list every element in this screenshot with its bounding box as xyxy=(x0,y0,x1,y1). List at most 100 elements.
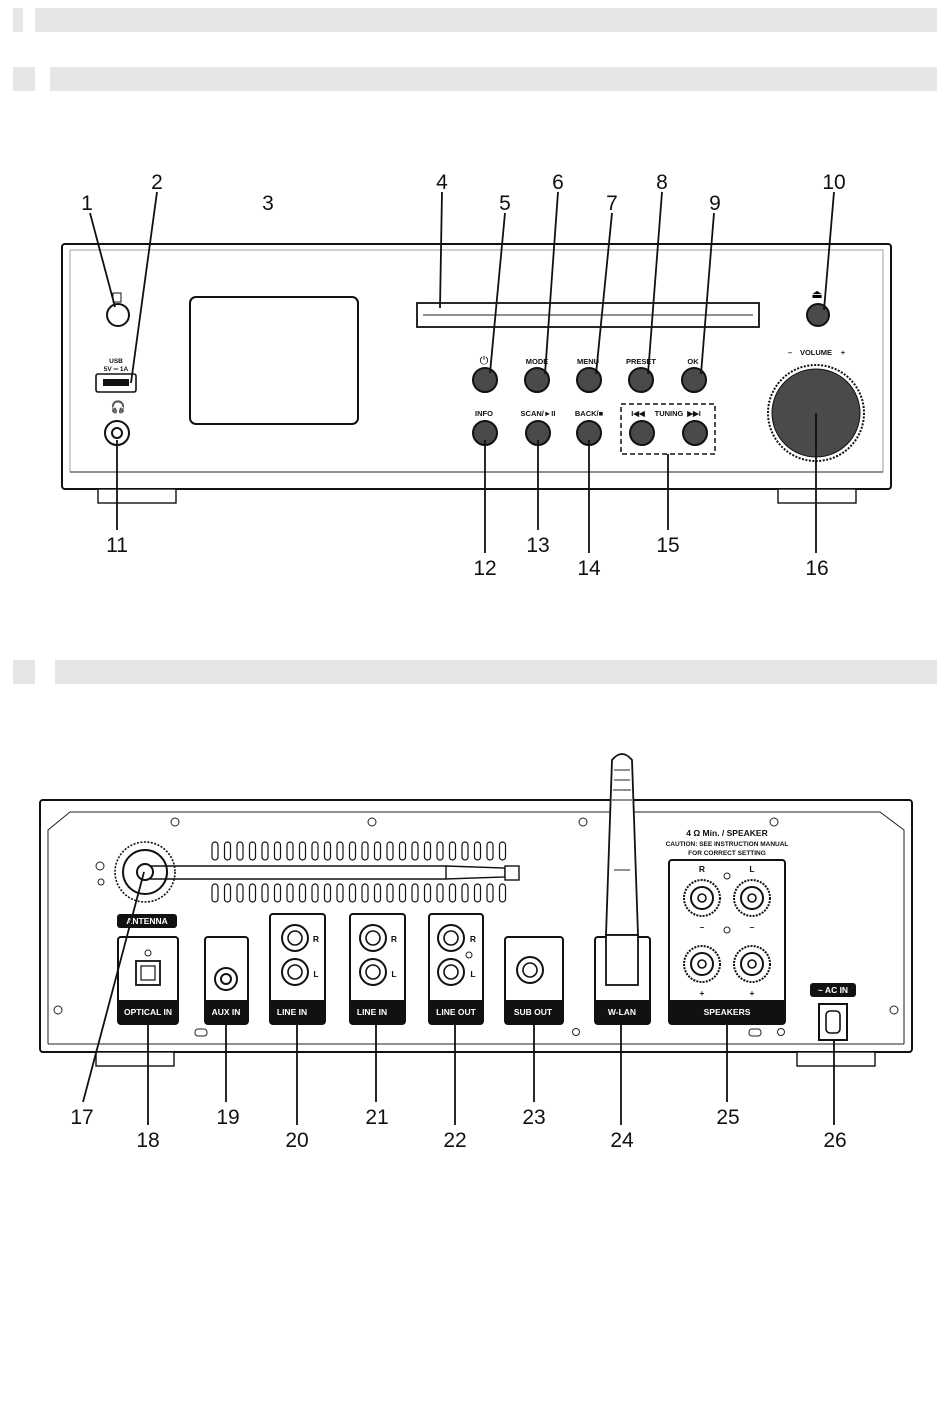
vent-slot xyxy=(473,841,482,861)
callout-20: 20 xyxy=(285,1129,308,1152)
vent-slot xyxy=(373,841,382,861)
power-button[interactable] xyxy=(472,367,498,393)
vent-slot xyxy=(361,883,369,903)
callout-21: 21 xyxy=(365,1106,388,1129)
callout-16: 16 xyxy=(805,557,828,580)
callout-8: 8 xyxy=(656,171,668,194)
callout-19: 19 xyxy=(216,1106,239,1129)
header-bar-left-2 xyxy=(13,67,35,91)
screw-icon xyxy=(53,1005,63,1015)
speakers-panel xyxy=(668,859,786,1025)
vent-slot xyxy=(323,883,332,903)
speaker-r-label: R xyxy=(699,864,705,874)
wlan-antenna xyxy=(605,753,639,936)
callout-15: 15 xyxy=(656,534,679,557)
headphone-jack-hole xyxy=(111,427,123,439)
tuning-prev-button[interactable] xyxy=(629,420,655,446)
volume-label: VOLUME xyxy=(800,348,832,357)
vent-slot xyxy=(223,841,232,861)
ok-button[interactable] xyxy=(681,367,707,393)
vent-slot xyxy=(436,841,444,861)
screw-icon xyxy=(367,817,377,827)
vent-slot xyxy=(211,841,219,861)
vent-slot xyxy=(361,841,369,861)
callout-1: 1 xyxy=(81,192,93,215)
vent-slot xyxy=(211,883,219,903)
speaker-r-plus-label: + xyxy=(700,988,705,998)
rear-panel: ANTENNA OPTICAL IN AUX IN LINE IN R L LI… xyxy=(39,753,913,1067)
antenna-label: ANTENNA xyxy=(126,916,168,926)
vent-slot xyxy=(423,841,432,861)
vent-slot xyxy=(486,841,494,861)
vent-slot xyxy=(286,841,294,861)
rear-foot-right xyxy=(796,1051,876,1067)
display-screen xyxy=(189,296,359,425)
callout-10: 10 xyxy=(822,171,845,194)
callout-9: 9 xyxy=(709,192,721,215)
callout-5: 5 xyxy=(499,192,511,215)
menu-label: MENU xyxy=(577,357,599,366)
speaker-l-label: L xyxy=(749,864,754,874)
speakers-label: SPEAKERS xyxy=(704,1007,751,1017)
preset-button[interactable] xyxy=(628,367,654,393)
vent-slot xyxy=(411,841,419,861)
vent-slot xyxy=(461,883,469,903)
ir-sensor-icon xyxy=(106,303,130,327)
vent-slot xyxy=(348,883,357,903)
vent-slot xyxy=(423,883,432,903)
vent-slot xyxy=(373,883,382,903)
menu-button[interactable] xyxy=(576,367,602,393)
eject-icon: ⏏ xyxy=(811,287,822,301)
speaker-r-minus-terminal[interactable] xyxy=(683,879,721,917)
vent-slot xyxy=(286,883,294,903)
rear-callout-lines xyxy=(82,871,835,1125)
vent-slot xyxy=(298,841,307,861)
optical-in-port[interactable] xyxy=(135,960,161,986)
tuning-label: TUNING xyxy=(655,409,684,418)
tuning-prev-icon: I◀◀ xyxy=(631,409,646,418)
usb-port-slot xyxy=(103,379,129,386)
mode-button[interactable] xyxy=(524,367,550,393)
line-in-2-l-label: L xyxy=(391,969,396,979)
screw-icon xyxy=(769,817,779,827)
line-in-2-label: LINE IN xyxy=(357,1007,387,1017)
ok-label: OK xyxy=(687,357,699,366)
vent-slot xyxy=(336,883,344,903)
line-in-1-l-label: L xyxy=(313,969,318,979)
callout-11: 11 xyxy=(106,534,128,557)
vent-slot xyxy=(411,883,419,903)
header-bar-left-1 xyxy=(13,8,23,32)
vent-slot xyxy=(261,841,269,861)
vent-slot xyxy=(273,883,282,903)
callout-7: 7 xyxy=(606,192,618,215)
preset-label: PRESET xyxy=(626,357,656,366)
vent-slot xyxy=(273,841,282,861)
callout-24: 24 xyxy=(610,1129,634,1152)
speaker-r-plus-terminal[interactable] xyxy=(683,945,721,983)
eject-button[interactable] xyxy=(806,303,830,327)
speaker-l-minus-terminal[interactable] xyxy=(733,879,771,917)
vent-slot xyxy=(386,883,394,903)
ventilation-slots xyxy=(211,841,507,903)
vent-slot xyxy=(311,883,319,903)
screw-icon xyxy=(578,817,588,827)
caution-line-2: FOR CORRECT SETTING xyxy=(688,850,766,857)
speaker-impedance-label: 4 Ω Min. / SPEAKER xyxy=(686,828,767,838)
vent-slot xyxy=(398,883,407,903)
speaker-l-plus-terminal[interactable] xyxy=(733,945,771,983)
usb-label: USB xyxy=(109,358,123,365)
volume-plus-label: + xyxy=(841,348,846,357)
sub-out-label: SUB OUT xyxy=(514,1007,553,1017)
screw-icon xyxy=(889,1005,899,1015)
callout-26: 26 xyxy=(823,1129,846,1152)
callout-25: 25 xyxy=(716,1106,739,1129)
speaker-l-plus-label: + xyxy=(750,988,755,998)
vent-slot xyxy=(461,841,469,861)
line-in-1-label: LINE IN xyxy=(277,1007,307,1017)
callout-18: 18 xyxy=(136,1129,159,1152)
header-bar-3 xyxy=(55,660,937,684)
tuning-next-button[interactable] xyxy=(682,420,708,446)
vent-slot xyxy=(386,841,394,861)
header-bar-left-3 xyxy=(13,660,35,684)
